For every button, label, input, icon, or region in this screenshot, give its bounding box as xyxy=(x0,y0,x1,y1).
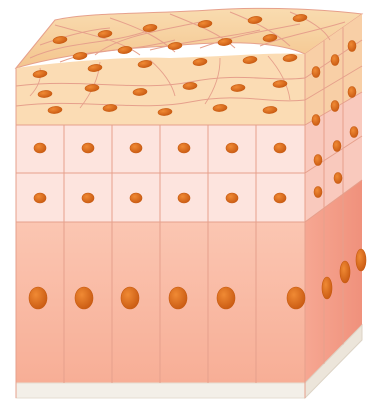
cuboidal-nucleus xyxy=(82,143,94,153)
basement-membrane-front xyxy=(16,383,305,398)
cuboidal-nucleus xyxy=(34,143,46,153)
side-cell-nucleus xyxy=(348,87,356,98)
cuboidal-nucleus xyxy=(178,193,190,203)
cuboidal-nucleus xyxy=(226,143,238,153)
tissue-faces xyxy=(16,8,362,398)
side-columnar-nucleus xyxy=(322,277,332,299)
cuboidal-nucleus xyxy=(130,193,142,203)
side-cell-nucleus xyxy=(350,127,358,138)
cuboidal-nucleus xyxy=(274,143,286,153)
columnar-nucleus xyxy=(75,287,93,309)
side-columnar-nucleus xyxy=(340,261,350,283)
side-cell-nucleus xyxy=(331,101,339,112)
side-cell-nucleus xyxy=(312,115,320,126)
side-cell-nucleus xyxy=(314,155,322,166)
side-cell-nucleus xyxy=(314,187,322,198)
columnar-nucleus xyxy=(169,287,187,309)
columnar-nucleus xyxy=(287,287,305,309)
columnar-nucleus xyxy=(29,287,47,309)
cuboidal-nucleus xyxy=(226,193,238,203)
cuboidal-nucleus xyxy=(130,143,142,153)
side-cell-nucleus xyxy=(331,55,339,66)
columnar-nucleus xyxy=(121,287,139,309)
columnar-nucleus xyxy=(217,287,235,309)
side-cell-nucleus xyxy=(312,67,320,78)
cuboidal-nucleus xyxy=(274,193,286,203)
side-cell-nucleus xyxy=(334,173,342,184)
side-cell-nucleus xyxy=(333,141,341,152)
side-cell-nucleus xyxy=(348,41,356,52)
cuboidal-nucleus xyxy=(34,193,46,203)
cuboidal-nucleus xyxy=(178,143,190,153)
side-columnar-nucleus xyxy=(356,249,366,271)
cuboidal-nucleus xyxy=(82,193,94,203)
